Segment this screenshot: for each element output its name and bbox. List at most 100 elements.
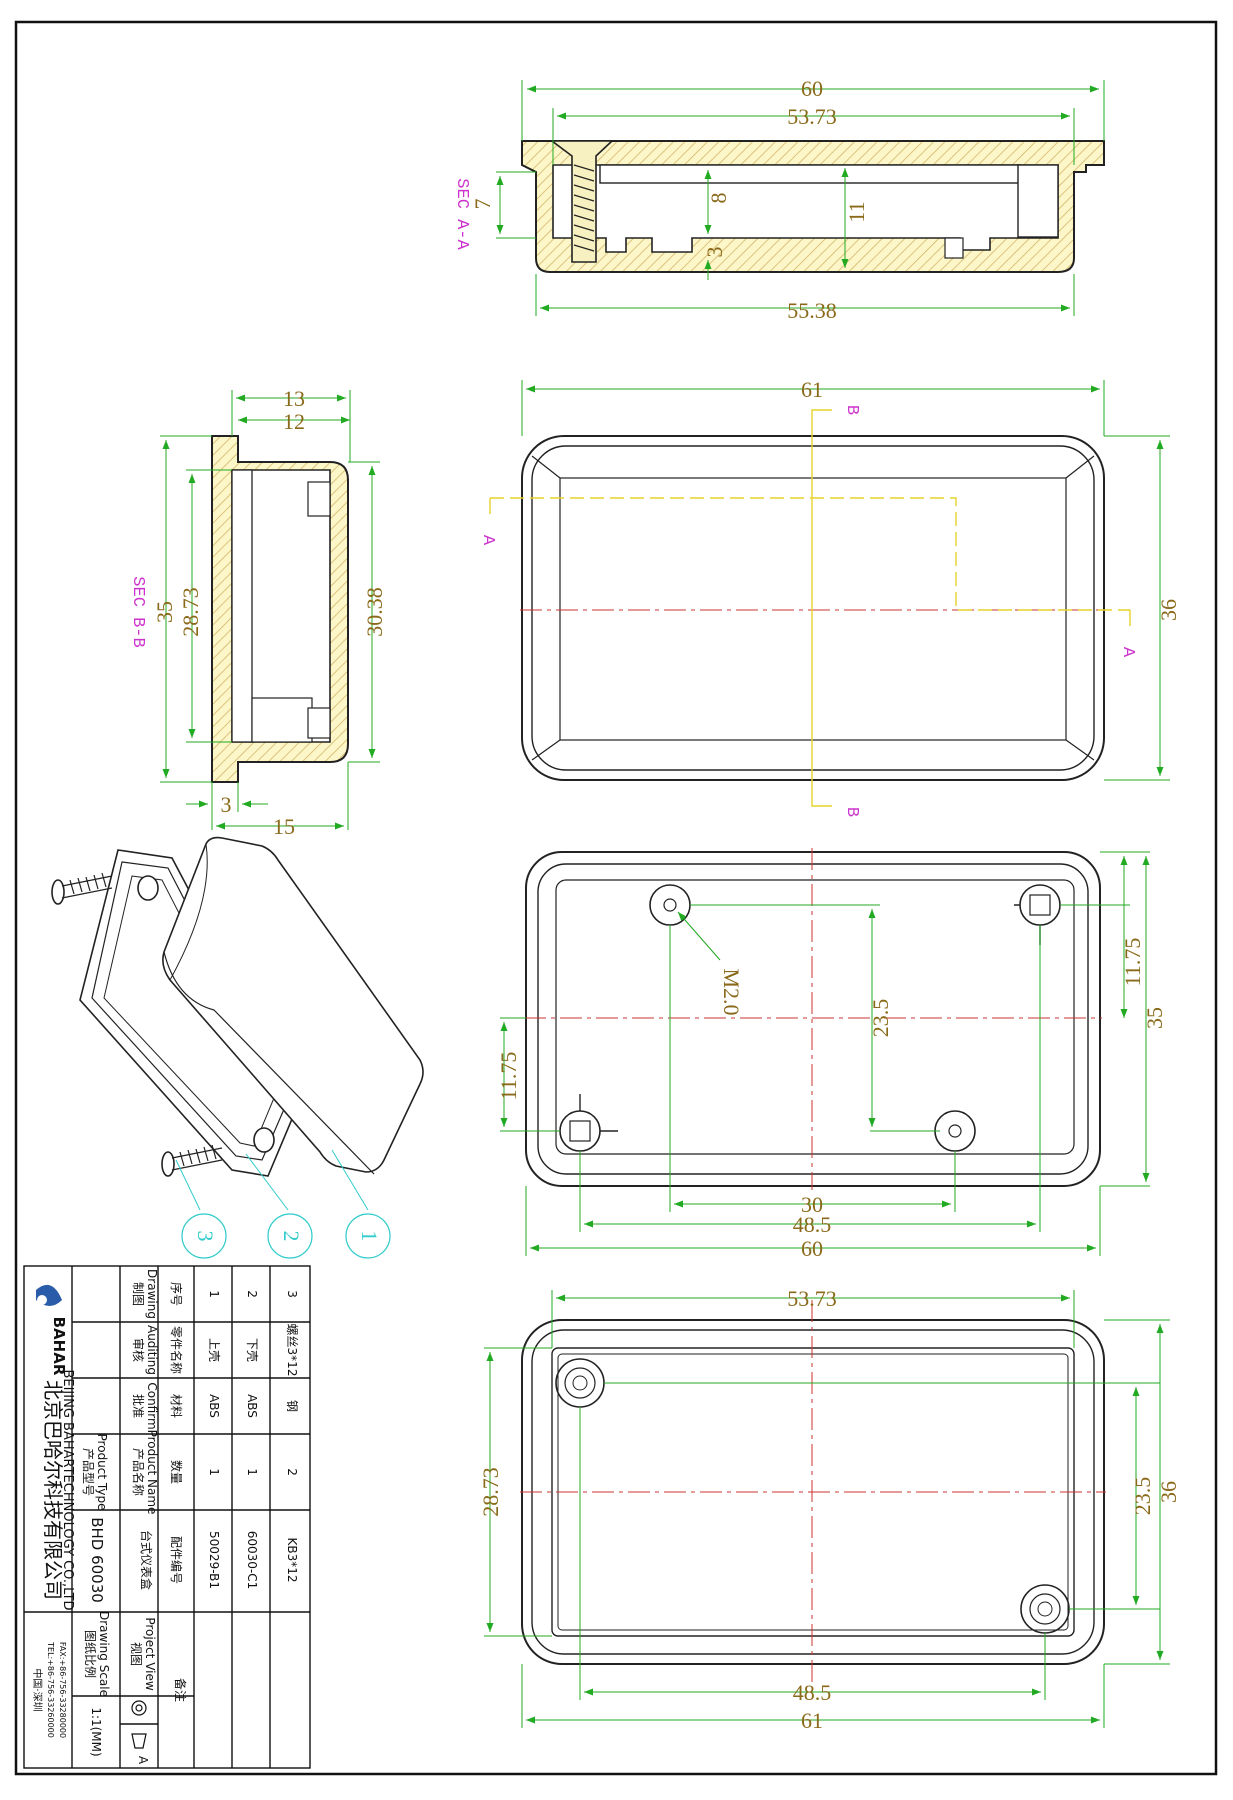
tb-scale-en: Drawing Scale <box>97 1611 111 1697</box>
section-aa-cavity <box>552 164 1059 253</box>
inside-view-floor <box>555 879 1075 1155</box>
dim-in-1175-left: 11.75 <box>496 1052 521 1101</box>
bom-row2-part: 下壳 <box>245 1338 259 1362</box>
dim-aa-5538: 55.38 <box>787 298 837 323</box>
tb-product-name-value: 台式仪表盒 <box>139 1530 154 1590</box>
bom-header-code: 配件编号 <box>169 1536 184 1584</box>
tb-drawing-en: Drawing <box>145 1269 159 1319</box>
cut-label-a-right: A <box>1118 647 1137 658</box>
bom-row1-no: 1 <box>207 1290 221 1298</box>
balloon-3: 3 <box>193 1231 218 1242</box>
exploded-screw-bottom <box>161 1144 223 1177</box>
tb-product-type-value: BHD 60030 <box>88 1517 106 1603</box>
bom-row2-material: ABS <box>245 1394 259 1418</box>
bom-row1-part: 上壳 <box>207 1338 221 1362</box>
dim-bt-235: 23.5 <box>1130 1477 1155 1516</box>
tb-product-name-en: Product Name <box>145 1430 159 1515</box>
boss-bottom-right <box>934 1110 976 1152</box>
inside-view-outer <box>525 851 1101 1187</box>
section-aa-screw <box>549 140 615 263</box>
section-aa-label: SEC A-A <box>452 178 471 250</box>
company-logo-text: BAHAR <box>50 1317 68 1376</box>
sheet-border <box>14 20 1218 1776</box>
tb-auditing-en: Auditing <box>145 1325 159 1375</box>
section-bb-rib-bottom <box>251 697 313 743</box>
section-bb-clip <box>307 707 331 739</box>
dim-aa-11: 11 <box>844 201 869 222</box>
cut-plane-a <box>490 497 1130 611</box>
tb-project-view-en: Project View <box>143 1617 157 1691</box>
dim-in-60: 60 <box>801 1236 823 1261</box>
section-bb-rib-top <box>307 481 331 517</box>
dim-aa-5373: 53.73 <box>787 104 837 129</box>
bom-header-qty: 数量 <box>169 1460 184 1484</box>
dim-in-35: 35 <box>1142 1007 1167 1029</box>
dim-bt-2873: 28.73 <box>478 1467 503 1517</box>
bom-row2-no: 2 <box>245 1290 259 1298</box>
bottom-view: 53.73 28.73 23.5 36 48.5 61 <box>478 1286 1181 1733</box>
dim-bb-2873: 28.73 <box>178 587 203 637</box>
exploded-screw-top <box>51 872 113 905</box>
bom-row2-qty: 1 <box>245 1468 259 1476</box>
top-view-outer <box>521 435 1105 781</box>
bom-header-material: 材料 <box>169 1394 183 1418</box>
dim-bt-485: 48.5 <box>793 1680 832 1705</box>
top-view: A A B B 61 36 <box>478 377 1181 817</box>
tb-project-view-cn: 视图 <box>129 1642 144 1666</box>
dim-aa-3: 3 <box>702 247 727 258</box>
section-aa-clip <box>944 237 964 259</box>
section-aa-boss <box>1017 164 1059 238</box>
dim-bt-36: 36 <box>1156 1481 1181 1503</box>
exploded-base <box>79 849 301 1177</box>
tb-auditing-cn: 审核 <box>131 1338 146 1362</box>
exploded-view <box>51 836 424 1259</box>
cut-plane-b <box>811 409 832 807</box>
tb-product-type-en: Product Type <box>95 1434 109 1511</box>
title-block <box>23 1265 311 1769</box>
tb-scale-value: 1:1(MM) <box>89 1707 103 1756</box>
inside-view-rim <box>537 863 1089 1175</box>
dim-bt-5373: 53.73 <box>787 1286 837 1311</box>
section-bb-label: SEC B-B <box>128 576 147 647</box>
bom-row3-qty: 2 <box>285 1468 299 1476</box>
dim-in-m20: M2.0 <box>719 968 744 1015</box>
section-aa-step <box>599 164 1021 184</box>
dim-in-1175-right: 11.75 <box>1120 938 1145 987</box>
tb-product-name-cn: 产品名称 <box>131 1448 146 1496</box>
section-aa-view: 60 53.73 7 8 11 3 55.38 SEC A-A <box>452 76 1105 323</box>
company-logo-icon <box>36 1284 62 1306</box>
boss-top-right <box>1014 884 1061 945</box>
bom-row2-code: 60030-C1 <box>245 1531 259 1590</box>
cut-label-a-left: A <box>478 535 497 546</box>
dim-aa-7: 7 <box>470 199 495 210</box>
tb-sheet-letter: A <box>136 1756 150 1765</box>
tb-confirm-en: Confirm <box>145 1382 159 1429</box>
bom-header-no: 序号 <box>169 1282 184 1306</box>
bom-row3-material: 钢 <box>285 1400 299 1412</box>
bom-header-part: 零件名称 <box>169 1326 184 1374</box>
dim-top-36: 36 <box>1156 599 1181 621</box>
dim-top-61: 61 <box>801 377 823 402</box>
cut-label-b-bottom: B <box>842 807 861 817</box>
bom-row3-code: KB3*12 <box>285 1537 299 1582</box>
boss-bottom-left <box>559 1094 618 1152</box>
dim-aa-60: 60 <box>801 76 823 101</box>
inside-view: M2.0 23.5 11.75 35 11.75 30 48.5 60 <box>496 848 1167 1261</box>
dim-bb-3038: 30.38 <box>362 587 387 637</box>
dim-in-30: 30 <box>801 1192 823 1217</box>
dim-in-485: 48.5 <box>793 1212 832 1237</box>
company-tel: TEL:+86-756-33260000 <box>46 1641 55 1738</box>
company-name-cn: 北京巴哈尔科技有限公司 <box>41 1380 65 1600</box>
dim-bb-15: 15 <box>273 814 295 839</box>
bom-row1-material: ABS <box>207 1394 221 1418</box>
tb-product-type-cn: 产品型号 <box>81 1448 95 1496</box>
cut-label-b-top: B <box>842 405 861 415</box>
dim-bt-61: 61 <box>801 1708 823 1733</box>
tb-scale-cn: 图纸比例 <box>83 1630 97 1678</box>
bom-row1-qty: 1 <box>207 1468 221 1476</box>
balloon-1: 1 <box>357 1231 382 1242</box>
company-fax: FAX:+86-756-33280000 <box>58 1642 67 1738</box>
bom-row1-code: 50029-B1 <box>207 1531 221 1589</box>
top-view-face <box>559 477 1067 741</box>
